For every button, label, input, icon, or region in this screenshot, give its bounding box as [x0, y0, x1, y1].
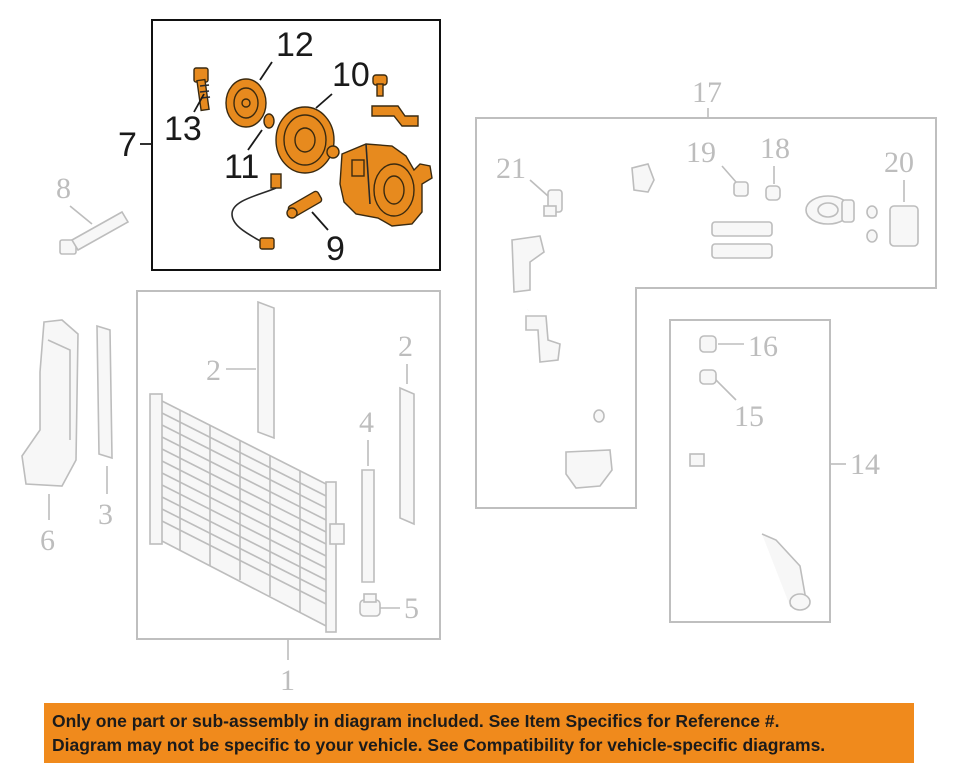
callout-7: 7	[118, 126, 137, 164]
callout-5: 5	[404, 592, 419, 625]
seal-strip-2a	[257, 300, 275, 440]
air-guard-6	[21, 319, 79, 487]
ac-hose-assembly	[497, 163, 855, 491]
callout-6: 6	[40, 524, 55, 557]
cap-18-part	[765, 185, 781, 201]
disclaimer-line-1: Only one part or sub-assembly in diagram…	[52, 711, 780, 731]
callout-19: 19	[686, 136, 716, 169]
callout-10: 10	[332, 56, 370, 94]
bracket-part	[371, 74, 419, 127]
disclaimer-line-2: Diagram may not be specific to your vehi…	[52, 735, 826, 755]
pulley-10-part	[275, 106, 335, 174]
callout-18: 18	[760, 132, 790, 165]
compressor-body-part	[339, 143, 433, 227]
callout-16: 16	[748, 330, 778, 363]
callout-8: 8	[56, 172, 71, 205]
sensor-wire-part	[231, 173, 282, 250]
callout-14: 14	[850, 448, 880, 481]
seal-strip-2b	[399, 386, 415, 526]
seal-strip-3	[96, 324, 113, 460]
condenser-part	[149, 393, 345, 633]
callout-2a: 2	[206, 354, 221, 387]
hose-group-box	[475, 117, 937, 509]
valve-9-part	[286, 190, 323, 219]
valve-21-part	[543, 189, 563, 217]
clutch-plate-12-part	[225, 78, 267, 128]
callout-1: 1	[280, 664, 295, 697]
cap-16-part	[699, 335, 717, 353]
bolt-13-part	[193, 67, 211, 112]
drier-tube-4	[361, 469, 375, 583]
callout-11: 11	[224, 148, 259, 186]
callout-12: 12	[276, 26, 314, 64]
callout-21: 21	[496, 152, 526, 185]
bolt-8-part	[59, 210, 130, 255]
callout-17: 17	[692, 76, 722, 109]
pressure-hose-box	[669, 319, 831, 623]
pressure-hose-part	[689, 406, 811, 611]
callout-4: 4	[359, 406, 374, 439]
callout-9: 9	[326, 230, 345, 268]
cap-19-part	[733, 181, 749, 197]
disclaimer-banner: Only one part or sub-assembly in diagram…	[44, 703, 914, 763]
receiver-20-part	[866, 205, 919, 247]
callout-20: 20	[884, 146, 914, 179]
callout-2b: 2	[398, 330, 413, 363]
callout-15: 15	[734, 400, 764, 433]
callout-13: 13	[164, 110, 202, 148]
callout-3: 3	[98, 498, 113, 531]
plug-5-part	[359, 593, 381, 617]
compressor-group-box	[151, 19, 441, 271]
shim-11-part	[263, 113, 275, 129]
cap-15-part	[699, 369, 717, 385]
